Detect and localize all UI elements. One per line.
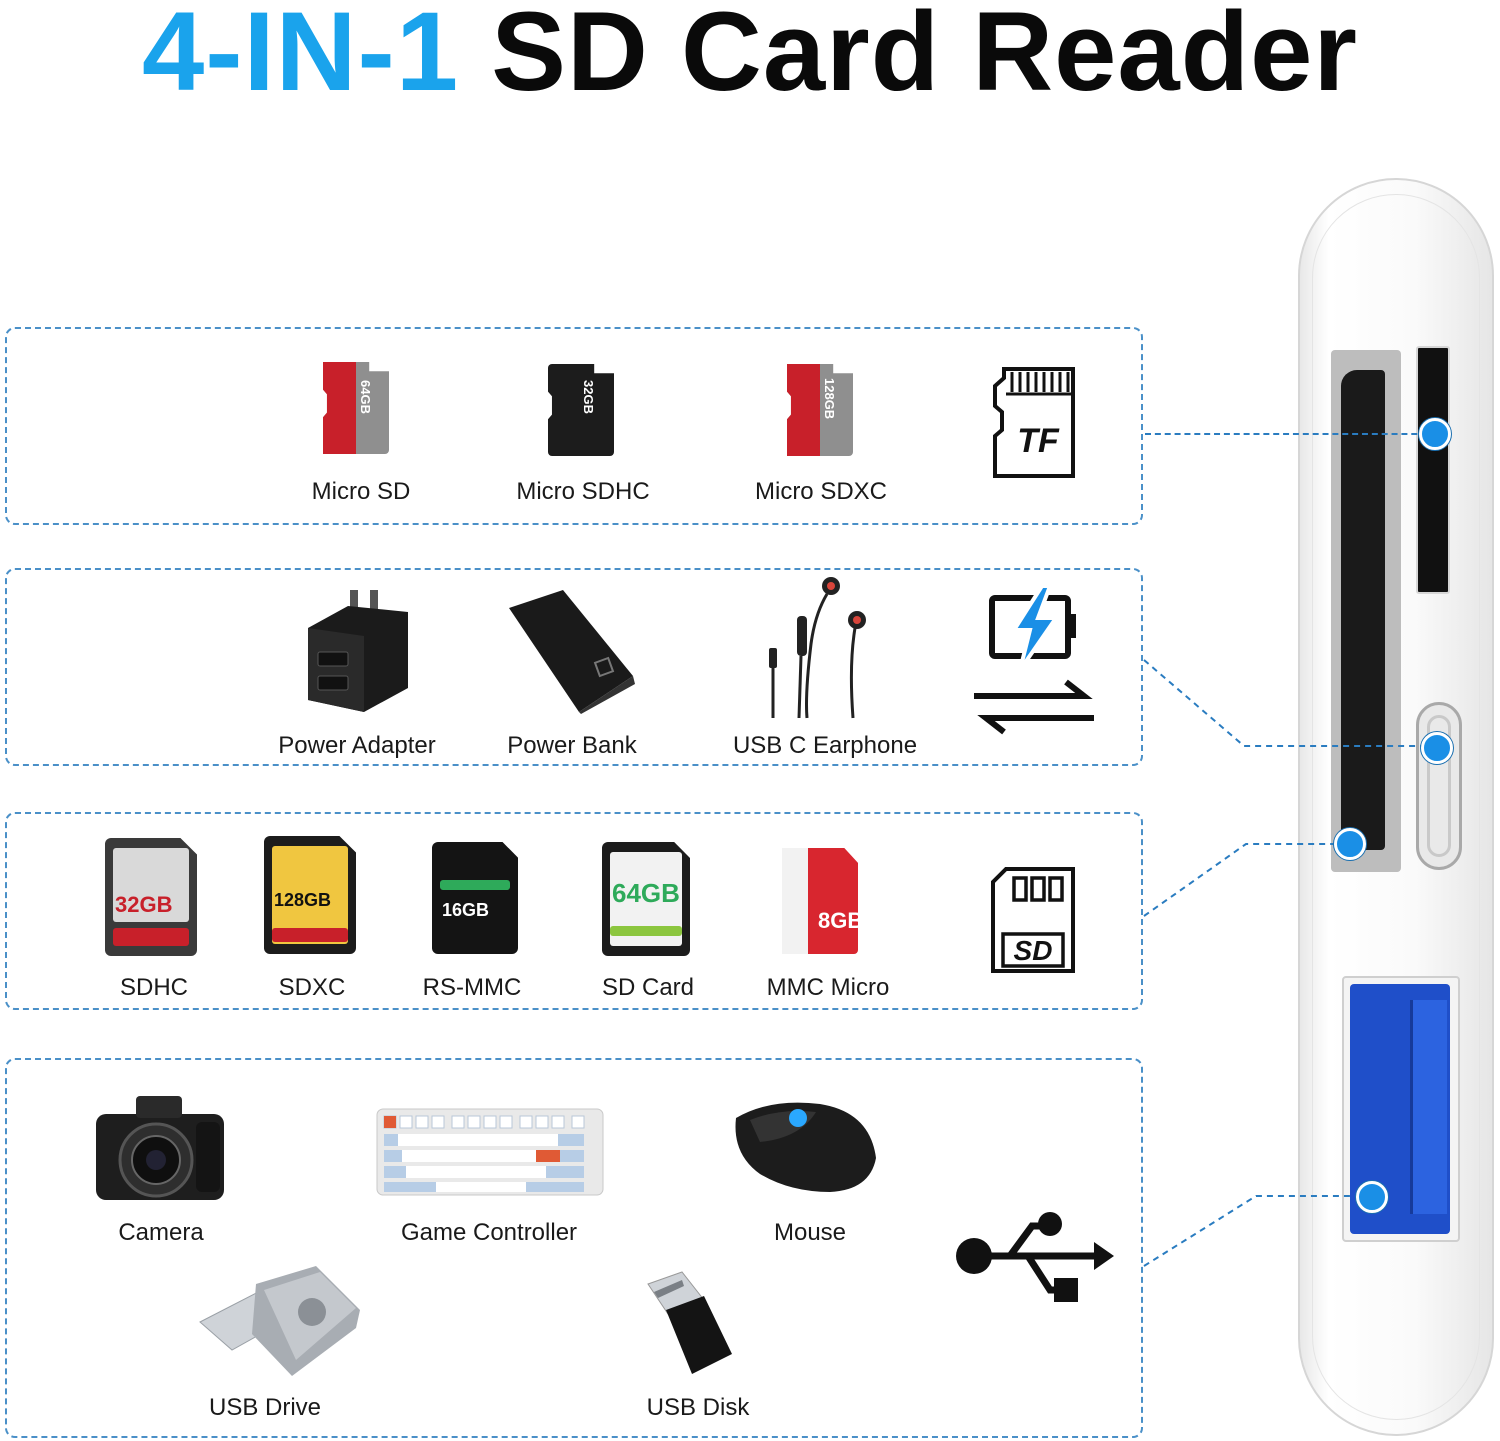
- svg-text:SD: SD: [1014, 935, 1053, 966]
- camera-label: Camera: [118, 1219, 204, 1246]
- usb-c-earphone-image: [769, 577, 866, 719]
- title-accent: 4-IN-1: [141, 0, 460, 114]
- usb-c-earphone-label: USB C Earphone: [732, 732, 918, 759]
- keyboard-image: [376, 1108, 604, 1196]
- micro-sdhc-card: 32GB: [548, 364, 614, 456]
- usb-icon: [956, 1212, 1114, 1302]
- mouse-label: Mouse: [773, 1219, 847, 1246]
- usbc-port-marker: [1421, 732, 1453, 764]
- sd-card-label: SD Card: [601, 974, 695, 1001]
- usb-c-port: [1416, 702, 1462, 870]
- power-bank-image: [509, 590, 635, 714]
- camera-image: [96, 1096, 224, 1200]
- title-main: SD Card Reader: [491, 0, 1359, 114]
- micro-sd-label: Micro SD: [311, 478, 411, 505]
- tf-card-icon: TF: [993, 367, 1075, 478]
- sd-card: 64GB: [602, 842, 690, 956]
- tf-panel: [5, 327, 1143, 525]
- tf-port-marker: [1419, 418, 1451, 450]
- mmc-micro-card: 8GB: [782, 848, 858, 954]
- sd-card-icon: SD: [991, 867, 1075, 973]
- sdhc-card: 32GB: [105, 838, 197, 956]
- mmc-micro-label: MMC Micro: [766, 974, 890, 1001]
- tf-connector-line: [1145, 433, 1437, 435]
- micro-sd-card: 64GB: [323, 362, 389, 454]
- power-adapter-image: [308, 590, 408, 712]
- mouse-image: [735, 1102, 876, 1192]
- sdhc-label: SDHC: [119, 974, 189, 1001]
- sd-panel: [5, 812, 1143, 1010]
- page-title: 4-IN-1 SD Card Reader: [0, 0, 1500, 112]
- sdxc-label: SDXC: [278, 974, 346, 1001]
- sd-port-marker: [1334, 828, 1366, 860]
- usba-port-marker: [1356, 1181, 1388, 1213]
- usbc-panel: [5, 568, 1143, 766]
- sd-card-slot: [1331, 350, 1401, 872]
- micro-sdxc-label: Micro SDXC: [754, 478, 888, 505]
- power-bank-label: Power Bank: [507, 732, 637, 759]
- rs-mmc-label: RS-MMC: [422, 974, 522, 1001]
- usb-disk-label: USB Disk: [646, 1394, 750, 1421]
- usba-panel: [5, 1058, 1143, 1438]
- battery-charging-icon: [974, 586, 1094, 735]
- usba-connector-line: [1143, 1195, 1376, 1267]
- svg-text:TF: TF: [1017, 422, 1060, 460]
- rs-mmc-card: 16GB: [432, 842, 518, 954]
- usb-drive-label: USB Drive: [208, 1394, 322, 1421]
- usbc-connector-line: [1143, 659, 1436, 747]
- usb-disk-image: [647, 1271, 732, 1374]
- micro-sdhc-label: Micro SDHC: [516, 478, 650, 505]
- sd-connector-line: [1143, 843, 1352, 917]
- sdxc-card: 128GB: [264, 836, 356, 954]
- micro-sdxc-card: 128GB: [787, 364, 853, 456]
- tf-card-slot: [1416, 346, 1450, 594]
- power-adapter-label: Power Adapter: [278, 732, 436, 759]
- game-controller-label: Game Controller: [400, 1219, 578, 1246]
- usb-drive-image: [199, 1266, 360, 1376]
